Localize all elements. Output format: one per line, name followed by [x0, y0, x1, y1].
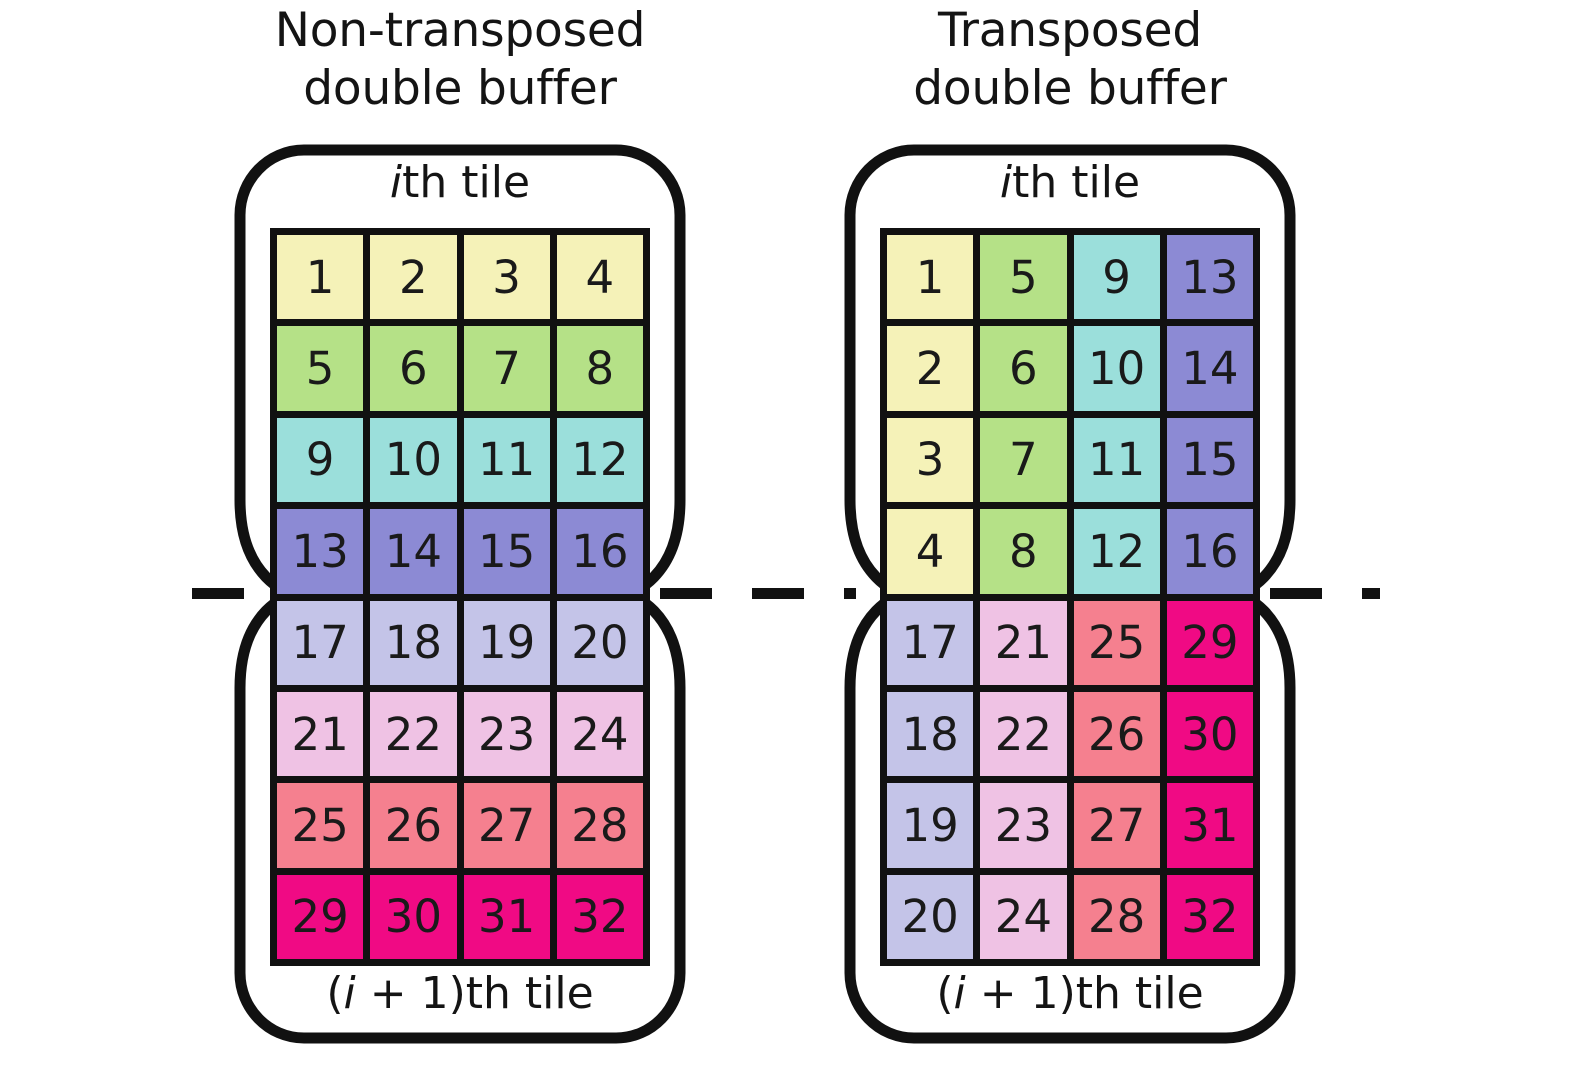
tile-cell: 11	[463, 417, 550, 503]
tile-cell: 10	[1073, 326, 1160, 411]
tile-cell: 3	[887, 417, 974, 503]
tile-cell: 6	[980, 326, 1067, 411]
tile-cell: 19	[463, 600, 550, 685]
buffer-outline-transposed	[844, 144, 1296, 1044]
tile-cell: 30	[370, 874, 457, 959]
tile-label-suffix: + 1)th tile	[355, 968, 594, 1019]
tile-cell: 9	[1073, 235, 1160, 320]
tile-cell: 12	[556, 417, 643, 503]
tile-cell: 13	[277, 509, 364, 594]
tile-label-open-paren: (	[936, 968, 954, 1019]
tile-cell: 8	[980, 509, 1067, 594]
tile-cell: 14	[370, 509, 457, 594]
tile-cell: 27	[1073, 783, 1160, 868]
tile-cell: 21	[980, 600, 1067, 685]
tile-index-italic-i: i	[999, 157, 1013, 208]
tile-cell: 5	[980, 235, 1067, 320]
buffer-outline-non-transposed	[234, 144, 686, 1044]
tile-cell: 19	[887, 783, 974, 868]
tile-cell: 22	[370, 691, 457, 777]
tile-cell: 21	[277, 691, 364, 777]
tile-cell: 17	[887, 600, 974, 685]
tile-cell: 15	[1166, 417, 1253, 503]
tile-index-italic-i: i	[343, 968, 356, 1019]
tile-label-suffix: th tile	[1012, 157, 1141, 208]
tile-cell: 8	[556, 326, 643, 411]
tile-cell: 26	[370, 783, 457, 868]
dashed-separator-middle	[660, 588, 856, 599]
tile-cell: 2	[887, 326, 974, 411]
tile-cell: 2	[370, 235, 457, 320]
tile-cell: 7	[463, 326, 550, 411]
tile-index-italic-i: i	[389, 157, 403, 208]
tile-cell: 32	[556, 874, 643, 959]
tile-cell: 27	[463, 783, 550, 868]
tile-cell: 14	[1166, 326, 1253, 411]
tile-cell: 1	[887, 235, 974, 320]
panel-title-non-transposed: Non-transposed double buffer	[274, 3, 646, 116]
tile-cell: 22	[980, 691, 1067, 777]
tile-cell: 15	[463, 509, 550, 594]
tile-cell: 28	[556, 783, 643, 868]
tile-cell: 16	[1166, 509, 1253, 594]
tile-label-ith-transposed: ith tile	[810, 157, 1330, 209]
tile-label-suffix: + 1)th tile	[965, 968, 1204, 1019]
tile-cell: 11	[1073, 417, 1160, 503]
tile-cell: 31	[1166, 783, 1253, 868]
tile-cell: 24	[556, 691, 643, 777]
tile-label-ith-non-transposed: ith tile	[200, 157, 720, 209]
tile-label-open-paren: (	[326, 968, 344, 1019]
tile-label-i-plus-1-transposed: (i + 1)th tile	[810, 968, 1330, 1020]
tile-cell: 1	[277, 235, 364, 320]
tile-cell: 28	[1073, 874, 1160, 959]
panel-title-transposed: Transposed double buffer	[913, 3, 1227, 116]
tile-cell: 25	[1073, 600, 1160, 685]
tile-cell: 4	[887, 509, 974, 594]
tile-cell: 18	[370, 600, 457, 685]
tile-cell: 10	[370, 417, 457, 503]
tile-cell: 20	[556, 600, 643, 685]
tile-cell: 26	[1073, 691, 1160, 777]
tile-cell: 18	[887, 691, 974, 777]
tile-cell: 24	[980, 874, 1067, 959]
tile-cell: 3	[463, 235, 550, 320]
tile-cell: 25	[277, 783, 364, 868]
tile-cell: 23	[463, 691, 550, 777]
tile-cell: 31	[463, 874, 550, 959]
tile-cell: 29	[277, 874, 364, 959]
tile-cell: 6	[370, 326, 457, 411]
tile-cell: 17	[277, 600, 364, 685]
dashed-separator-right	[1270, 588, 1380, 599]
tile-cell: 12	[1073, 509, 1160, 594]
tile-cell: 30	[1166, 691, 1253, 777]
tile-cell: 7	[980, 417, 1067, 503]
tile-label-suffix: th tile	[402, 157, 531, 208]
tile-cell: 5	[277, 326, 364, 411]
tile-cell: 9	[277, 417, 364, 503]
tile-cell: 13	[1166, 235, 1253, 320]
tile-cell: 23	[980, 783, 1067, 868]
tile-cell: 29	[1166, 600, 1253, 685]
tile-label-i-plus-1-non-transposed: (i + 1)th tile	[200, 968, 720, 1020]
tile-cell: 4	[556, 235, 643, 320]
tile-cell: 32	[1166, 874, 1253, 959]
tile-index-italic-i: i	[953, 968, 966, 1019]
dashed-separator-left	[192, 588, 284, 599]
tile-cell: 20	[887, 874, 974, 959]
tile-cell: 16	[556, 509, 643, 594]
